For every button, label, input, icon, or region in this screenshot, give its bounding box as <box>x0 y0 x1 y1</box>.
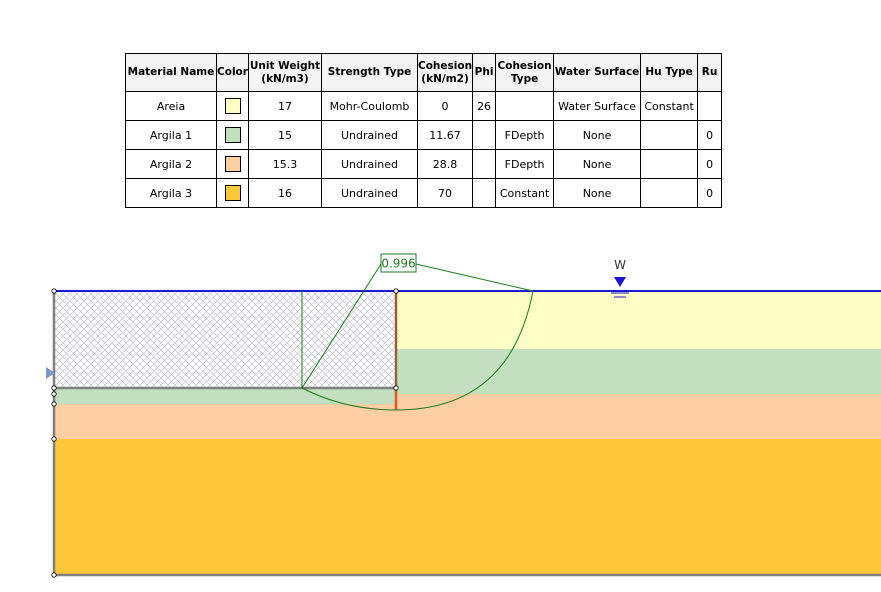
boundary-vertices <box>51 288 399 578</box>
cell-name: Argila 2 <box>125 149 217 179</box>
cell-name: Argila 3 <box>125 178 217 208</box>
cell-strength_type: Undrained <box>321 178 418 208</box>
layer-argila-1-right <box>396 349 881 394</box>
cell-unit_weight: 15.3 <box>248 149 322 179</box>
left-boundary-marker-icon <box>46 367 55 379</box>
color-swatch <box>224 127 241 143</box>
color-swatch <box>224 98 241 114</box>
column-header-text: Material Name <box>127 66 215 78</box>
cell-strength_type: Undrained <box>321 120 418 150</box>
excavation-zone <box>54 291 396 388</box>
cell-water_surface: None <box>553 149 642 179</box>
cell-cohesion_type <box>495 91 555 121</box>
cell-ru: 0 <box>697 120 723 150</box>
column-header-text: (kN/m2) <box>421 72 469 85</box>
water-label: W <box>614 258 626 272</box>
cell-water_surface: None <box>553 120 642 150</box>
color-swatch <box>224 156 241 172</box>
layer-argila-3 <box>54 439 881 575</box>
column-header-text: Cohesion <box>497 59 552 72</box>
slip-radius-line-3 <box>415 263 534 292</box>
vertex[interactable] <box>51 401 57 407</box>
color-swatch <box>224 185 241 201</box>
column-header-strength_type: Strength Type <box>321 53 418 92</box>
cell-hu_type <box>640 149 699 179</box>
cell-strength_type: Mohr-Coulomb <box>321 91 418 121</box>
column-header-hu_type: Hu Type <box>640 53 699 92</box>
column-header-text: Ru <box>701 66 718 78</box>
layer-argila-1-left <box>54 388 396 404</box>
vertex[interactable] <box>51 391 57 397</box>
factor-of-safety-value: 0.996 <box>381 257 415 271</box>
column-header-text: Type <box>510 72 539 85</box>
cell-ru <box>697 91 723 121</box>
column-header-cohesion: Cohesion(kN/m2) <box>416 53 474 92</box>
column-header-text: Color <box>217 66 248 78</box>
column-header-text: Phi <box>474 66 494 78</box>
vertex[interactable] <box>51 288 57 294</box>
cell-cohesion: 28.8 <box>416 149 474 179</box>
vertex[interactable] <box>51 572 57 578</box>
column-header-text: Strength Type <box>327 66 412 78</box>
slip-radius-line-2 <box>301 263 382 389</box>
cell-cohesion: 70 <box>416 178 474 208</box>
column-header-text: Hu Type <box>645 66 693 78</box>
cell-cohesion: 0 <box>416 91 474 121</box>
cell-unit_weight: 17 <box>248 91 322 121</box>
column-header-text: Cohesion <box>418 59 473 72</box>
column-header-ru: Ru <box>697 53 723 92</box>
column-header-text: Unit Weight <box>249 59 321 72</box>
vertex[interactable] <box>393 385 399 391</box>
water-table-symbol-icon <box>614 277 626 287</box>
vertex[interactable] <box>51 436 57 442</box>
cell-ru: 0 <box>697 178 723 208</box>
cell-hu_type <box>640 178 699 208</box>
vertex[interactable] <box>393 288 399 294</box>
cell-color <box>216 120 249 150</box>
cell-name: Argila 1 <box>125 120 217 150</box>
cell-phi: 26 <box>472 91 497 121</box>
cell-color <box>216 178 249 208</box>
column-header-text: Water Surface <box>554 66 640 78</box>
column-header-name: Material Name <box>125 53 217 92</box>
column-header-text: (kN/m3) <box>261 72 309 85</box>
layer-areia <box>396 291 881 349</box>
cell-water_surface: None <box>553 178 642 208</box>
vertex[interactable] <box>51 385 57 391</box>
factor-of-safety-box <box>380 253 417 273</box>
cell-cohesion_type: Constant <box>495 178 555 208</box>
slip-surface-arc <box>301 290 534 411</box>
cell-name: Areia <box>125 91 217 121</box>
